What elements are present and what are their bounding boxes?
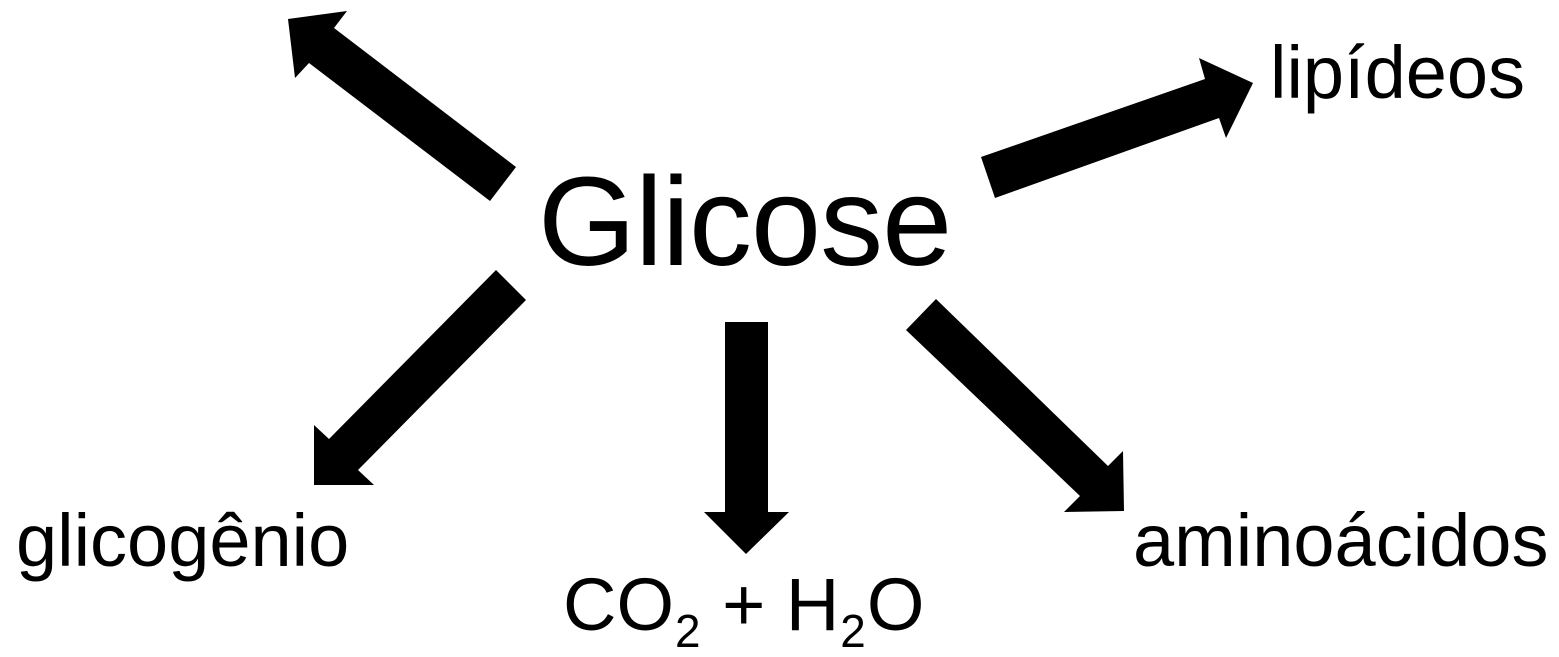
glicogenio-label: glicogênio [16,499,350,582]
plus-h-formula-part: + H [701,563,840,646]
co2-h2o-label: CO2 + H2O [563,568,924,655]
arrow-up-left [288,11,516,201]
arrow-to-glicogenio [314,270,526,485]
co2-formula-part: CO [563,563,674,646]
lipideos-label: lipídeos [1270,31,1526,114]
arrow-to-lipideos [981,58,1253,198]
glicose-label: Glicose [538,151,952,292]
arrow-to-co2-h2o [704,322,789,554]
aminoacidos-label: aminoácidos [1133,499,1549,582]
arrow-to-aminoacidos [906,299,1124,512]
h2o-subscript: 2 [840,605,866,657]
co2-subscript: 2 [675,605,701,657]
o-formula-part: O [866,563,925,646]
